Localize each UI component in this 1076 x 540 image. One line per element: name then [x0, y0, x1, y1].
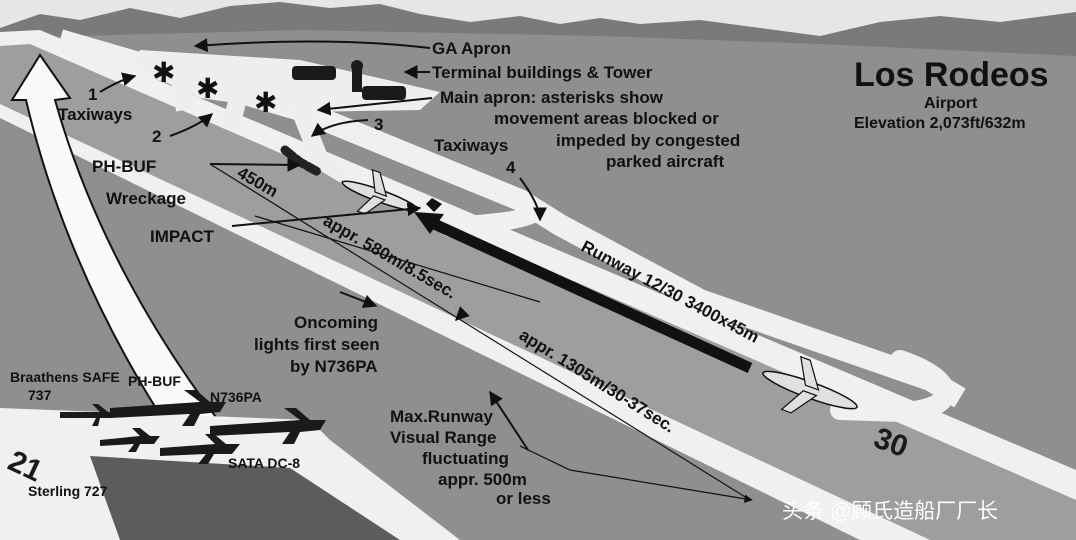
dimension-arrow	[519, 445, 753, 503]
blocked-area-asterisk: ✱	[196, 73, 219, 104]
ph-buf-parked-label: PH-BUF	[128, 373, 181, 389]
impact-marker	[426, 198, 442, 212]
main-apron-label-4: parked aircraft	[606, 152, 724, 171]
elevation-label: Elevation 2,073ft/632m	[854, 115, 1026, 132]
sterling-label: Sterling 727	[28, 483, 108, 499]
pan-am-aircraft-icon	[762, 355, 858, 414]
braathens-label-2: 737	[28, 387, 52, 403]
taxiway-number-1: 1	[88, 85, 97, 104]
watermark: 头条 @顾氏造船厂厂长	[782, 500, 998, 523]
rvr-label-3: fluctuating	[422, 449, 509, 468]
impact-label: IMPACT	[150, 227, 215, 246]
main-apron-label-3: impeded by congested	[556, 131, 740, 150]
main-apron-label-1: Main apron: asterisks show	[440, 88, 664, 107]
taxiways-label-left: Taxiways	[58, 105, 132, 124]
taxiway-number-2: 2	[152, 127, 161, 146]
n736pa-label: N736PA	[210, 389, 262, 405]
terminal-label: Terminal buildings & Tower	[432, 63, 653, 82]
main-apron-label-2: movement areas blocked or	[494, 109, 719, 128]
runway-surface	[0, 44, 1076, 540]
ph-buf-wreck-label: PH-BUF	[92, 157, 156, 176]
oncoming-label-2: lights first seen	[254, 335, 380, 354]
takeoff-arrowhead	[414, 212, 444, 234]
sata-label: SATA DC-8	[228, 455, 300, 471]
rvr-label-5: or less	[496, 489, 551, 508]
dimension-lines	[209, 163, 751, 501]
blocked-area-asterisk: ✱	[152, 57, 175, 88]
oncoming-label-1: Oncoming	[294, 313, 378, 332]
rvr-label-4: appr. 500m	[438, 470, 527, 489]
taxiways-label-right: Taxiways	[434, 136, 508, 155]
takeoff-path	[427, 216, 753, 374]
oncoming-label-3: by N736PA	[290, 357, 378, 376]
subtitle: Airport	[924, 95, 978, 112]
wreckage-label: Wreckage	[106, 189, 186, 208]
parked-aircraft-icons	[60, 390, 326, 464]
blocked-area-asterisk: ✱	[254, 87, 277, 118]
taxiway-number-4: 4	[506, 158, 516, 177]
lower-taxi-lane	[90, 456, 400, 540]
taxiway-connectors	[171, 78, 350, 183]
leader-arrows	[99, 38, 547, 451]
taxiway-exit-30	[830, 350, 955, 423]
klm-aircraft-icon	[341, 168, 419, 215]
title: Los Rodeos	[854, 56, 1049, 94]
taxiway-number-3: 3	[374, 115, 383, 134]
rvr-label-1: Max.Runway	[390, 407, 494, 426]
rvr-label-2: Visual Range	[390, 428, 496, 447]
terminal-buildings-icon	[292, 60, 406, 100]
ga-apron-label: GA Apron	[432, 39, 511, 58]
braathens-label-1: Braathens SAFE	[10, 369, 120, 385]
